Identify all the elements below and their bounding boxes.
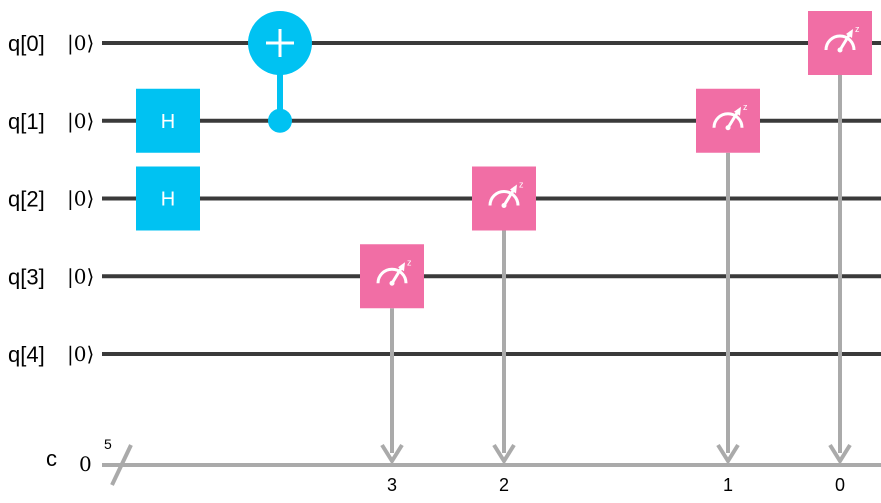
measure-arrowhead bbox=[492, 443, 516, 465]
meter-needle-tip bbox=[510, 184, 517, 194]
hadamard-label: H bbox=[161, 189, 175, 211]
measure-box bbox=[808, 11, 872, 75]
meter-pivot bbox=[837, 47, 843, 53]
meter-icon: z bbox=[712, 102, 748, 131]
qubit-label: q[2] bbox=[8, 187, 45, 212]
measure-arrowhead bbox=[828, 443, 852, 465]
qubit-label: q[1] bbox=[8, 109, 45, 134]
hadamard-gate: H bbox=[136, 166, 200, 231]
meter-needle-tip bbox=[398, 262, 405, 272]
measure-gate: z2 bbox=[472, 166, 536, 495]
meter-pivot bbox=[725, 125, 731, 131]
qubit-init-state: |0⟩ bbox=[67, 31, 94, 56]
cnot-gate bbox=[248, 11, 312, 133]
qubit-init-state: |0⟩ bbox=[67, 264, 94, 289]
measure-arrowhead bbox=[380, 443, 404, 465]
cnot-control-dot bbox=[268, 108, 292, 133]
measure-box bbox=[360, 244, 424, 309]
classical-register-label: c bbox=[46, 446, 57, 471]
classical-bit-count: 5 bbox=[104, 436, 112, 452]
meter-needle-tip bbox=[846, 29, 853, 38]
hadamard-box bbox=[136, 166, 200, 231]
meter-arc bbox=[712, 112, 744, 128]
qubit-label: q[4] bbox=[8, 342, 45, 367]
meter-icon: z bbox=[488, 180, 524, 208]
qubit-label: q[0] bbox=[8, 31, 45, 56]
measure-gate: z0 bbox=[808, 11, 872, 495]
meter-pivot bbox=[501, 203, 507, 208]
measure-box bbox=[696, 88, 760, 153]
meter-arc bbox=[824, 34, 856, 51]
register-slash bbox=[110, 444, 133, 486]
measure-gate: z1 bbox=[696, 88, 760, 495]
classical-bit-index: 2 bbox=[499, 475, 509, 495]
qubit-init-state: |0⟩ bbox=[67, 109, 94, 134]
measure-gate: z3 bbox=[360, 244, 424, 495]
classical-bit-index: 0 bbox=[835, 475, 845, 495]
measure-box bbox=[472, 166, 536, 231]
measure-basis-label: z bbox=[743, 102, 748, 112]
classical-bit-index: 1 bbox=[723, 475, 733, 495]
classical-bit-index: 3 bbox=[387, 475, 397, 495]
meter-pivot bbox=[389, 280, 395, 286]
hadamard-label: H bbox=[161, 111, 175, 133]
hadamard-gate: H bbox=[136, 88, 200, 153]
classical-init-value: 0 bbox=[79, 452, 92, 476]
qubit-label: q[3] bbox=[8, 264, 45, 289]
measure-basis-label: z bbox=[519, 180, 524, 190]
wires-layer bbox=[102, 41, 881, 486]
qubit-init-state: |0⟩ bbox=[67, 187, 94, 212]
meter-icon: z bbox=[376, 257, 412, 286]
meter-icon: z bbox=[824, 24, 860, 53]
meter-needle-tip bbox=[734, 106, 741, 116]
meter-arc bbox=[488, 190, 520, 206]
measure-arrowhead bbox=[716, 443, 740, 465]
measure-basis-label: z bbox=[407, 257, 412, 267]
hadamard-box bbox=[136, 88, 200, 153]
meter-arc bbox=[376, 267, 408, 284]
qubit-init-state: |0⟩ bbox=[67, 342, 94, 367]
measure-basis-label: z bbox=[855, 24, 860, 34]
